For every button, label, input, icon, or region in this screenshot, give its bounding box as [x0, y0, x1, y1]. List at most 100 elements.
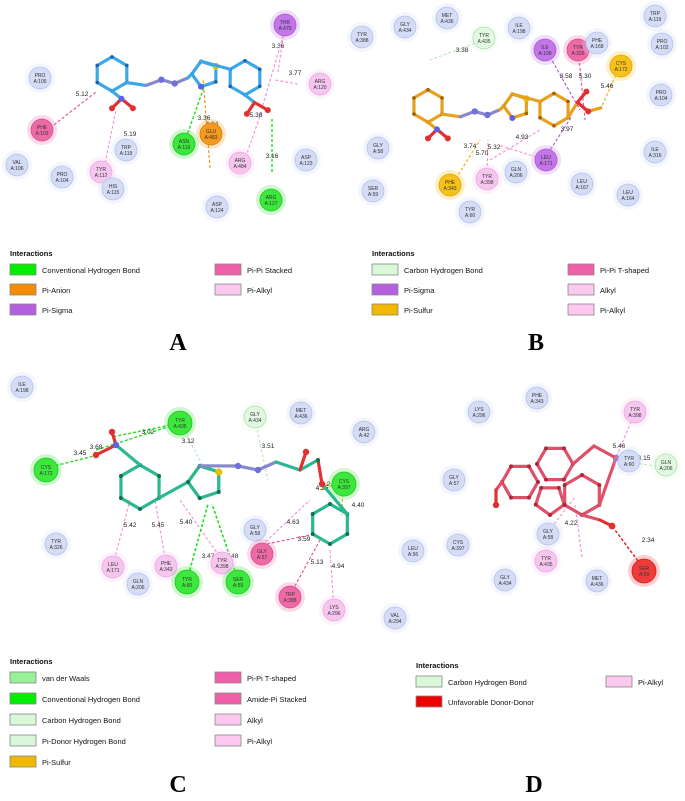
molecule-bond	[538, 116, 556, 128]
molecule-atom	[583, 88, 590, 95]
residue-number: A:56	[408, 552, 419, 558]
distance-label: 4.63	[287, 519, 300, 526]
residue-number: A:435	[173, 424, 186, 430]
distance-label: 3.02	[142, 429, 155, 436]
residue-disc	[243, 518, 267, 542]
distance-label: 5.42	[124, 522, 137, 529]
molecule-atom	[157, 474, 162, 478]
molecule-atom	[538, 115, 542, 120]
molecule-atom	[95, 80, 99, 85]
molecule-atom	[492, 501, 500, 509]
residue-number: A:326	[571, 51, 584, 57]
residue-number: A:296	[472, 413, 485, 419]
distance-label: 3.68	[90, 444, 103, 451]
molecule-atom	[548, 513, 552, 517]
molecule-bond	[125, 80, 148, 88]
molecule-atom	[440, 96, 444, 100]
residue-name: SER	[233, 577, 244, 583]
molecule-atom	[228, 84, 232, 89]
molecule-bond	[110, 80, 129, 93]
molecule-atom	[536, 480, 540, 484]
distance-label: 5.46	[601, 83, 614, 90]
legend-item: Pi-Anion	[9, 283, 70, 296]
molecule-bond	[426, 112, 444, 124]
distance-label: 5.45	[152, 522, 165, 529]
molecule-atom	[216, 489, 221, 494]
molecule-bond	[228, 84, 247, 97]
molecule-bond	[198, 490, 221, 500]
interaction-line	[186, 503, 209, 581]
molecule-atom	[258, 84, 262, 89]
residue-number: A:58	[250, 531, 261, 537]
molecule-bond	[94, 443, 118, 457]
residue-number: A:172	[39, 471, 52, 477]
distance-label: 3.38	[456, 47, 469, 54]
legend-item: Pi-Sigma	[9, 303, 73, 316]
residue-disc	[643, 140, 667, 164]
residue-name: SER	[368, 186, 379, 192]
interaction-line	[429, 39, 485, 61]
molecule-atom	[186, 480, 190, 484]
residue-name: TYR	[357, 32, 367, 38]
residue-name: ARG	[266, 195, 277, 201]
residue-number: A:172	[614, 67, 627, 73]
residue-number: A:206	[659, 466, 672, 472]
residue-name: PHE	[532, 393, 543, 399]
residue-number: A:484	[233, 164, 246, 170]
legend-label: Pi-Pi Stacked	[247, 266, 292, 275]
molecule-bond	[563, 503, 584, 517]
residue-number: A:171	[106, 568, 119, 574]
residue-number: A:123	[299, 161, 312, 167]
residue-number: A:388	[283, 598, 296, 604]
residue-disc	[199, 122, 223, 146]
residue-number: A:127	[264, 201, 277, 207]
residue-name: TYR	[51, 539, 61, 545]
residue-disc	[649, 83, 673, 107]
legend-swatch	[371, 303, 399, 316]
residue-number: A:42	[359, 433, 370, 439]
residue-name: PRO	[57, 172, 68, 178]
residue-name: MET	[442, 13, 453, 19]
residue-name: LEU	[577, 179, 587, 185]
interaction-line	[112, 499, 131, 566]
residue-number: A:164	[621, 196, 634, 202]
residue-number: A:58	[373, 149, 384, 155]
interaction-line	[274, 79, 299, 85]
legend-item: Pi-Sulfur	[9, 755, 71, 768]
residue-name: ASN	[179, 139, 190, 145]
molecule-atom	[215, 468, 223, 476]
molecule-atom	[566, 99, 570, 104]
molecule-bond	[243, 84, 262, 97]
molecule-bond	[500, 480, 513, 500]
molecule-bond	[500, 464, 513, 484]
residue-number: A:104	[55, 178, 68, 184]
distance-label: 4.22	[565, 520, 578, 527]
legend-item: Alkyl	[214, 713, 263, 726]
molecule-atom	[302, 448, 310, 456]
distance-label: 5.30	[579, 73, 592, 80]
legend-title: Interactions	[416, 661, 459, 670]
residue-disc	[243, 405, 267, 429]
residue-number: A:398	[628, 413, 641, 419]
molecule-bond	[236, 464, 260, 472]
molecule-bond	[535, 462, 548, 482]
residue-name: GLU	[206, 129, 217, 135]
residue-disc	[617, 449, 641, 473]
residue-name: GLN	[133, 579, 144, 585]
molecule-atom	[318, 480, 326, 488]
molecule-bond	[110, 55, 129, 68]
residue-number: A:198	[512, 29, 525, 35]
